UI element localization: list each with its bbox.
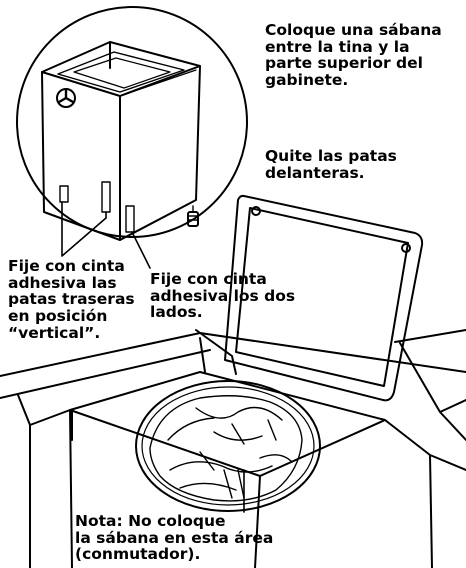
washer-lid [224, 194, 424, 402]
cabinet-right-console [394, 329, 466, 441]
magnifier-circle [16, 6, 248, 238]
label-place-sheet: Coloque una sábana entre la tina y la pa… [265, 21, 442, 90]
label-tape-rear-legs: Fije con cinta adhesiva las patas traser… [8, 257, 135, 342]
tub-with-sheet [135, 380, 321, 512]
washer-cabinet [0, 329, 466, 568]
label-tape-both-sides: Fije con cinta adhesiva los dos lados. [150, 270, 296, 322]
front-leg-icon [187, 205, 199, 227]
label-remove-front-legs: Quite las patas delanteras. [265, 147, 397, 182]
label-note-switch: Nota: No coloque la sábana en esta área … [75, 512, 274, 564]
tape-rear-leg-left [59, 185, 69, 203]
agitator-area [223, 469, 245, 499]
tub-rim [135, 380, 321, 512]
tape-side [125, 205, 135, 233]
vent-fan-icon [56, 88, 76, 108]
sheet-folds [149, 395, 303, 502]
magnified-cabinet-view [16, 6, 248, 241]
leader-rear-legs [61, 201, 107, 257]
lid-hinge-screw-top [251, 206, 261, 216]
leader-sides [131, 231, 151, 269]
tape-rear-leg-right [101, 181, 111, 213]
lid-hinge-screw-right [401, 243, 411, 253]
